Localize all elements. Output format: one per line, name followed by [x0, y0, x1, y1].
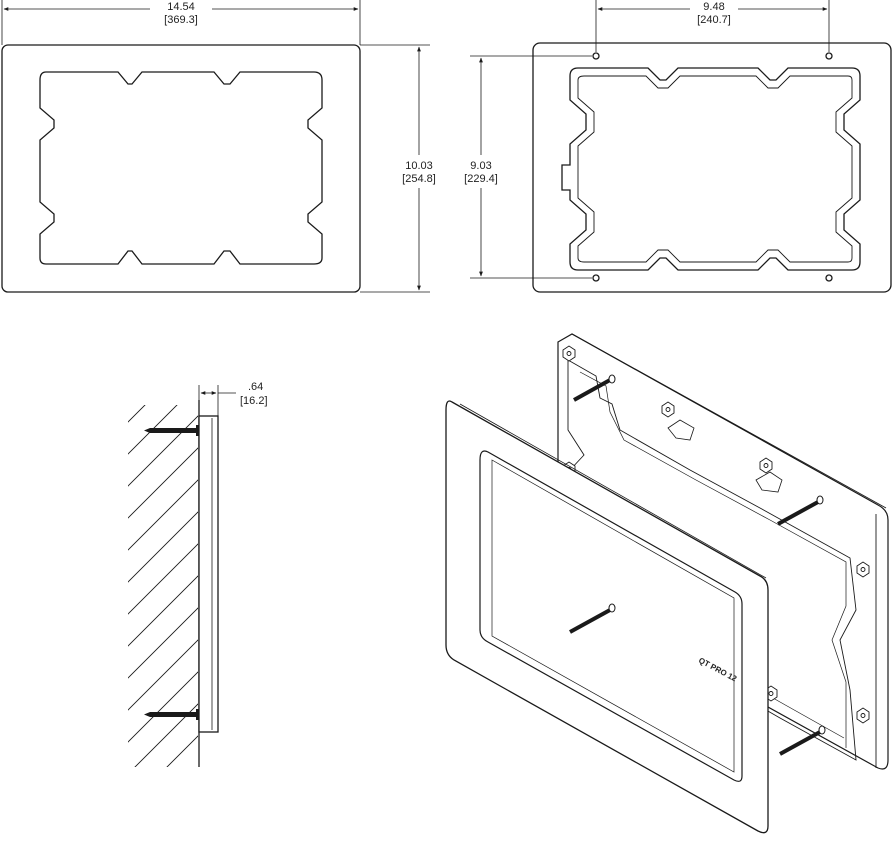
back-outer-frame	[532, 42, 892, 293]
mount-hole-top-left	[592, 52, 600, 60]
side-depth-mm: [16.2]	[240, 395, 268, 407]
back-hole-height-in: 9.03	[470, 160, 491, 172]
side-depth-dimension	[198, 385, 236, 416]
front-view	[1, 44, 361, 293]
side-view	[128, 400, 219, 767]
mount-hole-top-right	[825, 52, 833, 60]
front-width-dimension	[1, 0, 361, 45]
back-hole-height-mm: [229.4]	[464, 173, 498, 185]
front-outer-frame	[1, 44, 361, 293]
front-width-in: 14.54	[167, 1, 195, 13]
back-hole-height-dimension	[470, 55, 592, 279]
front-height-dimension	[360, 44, 430, 293]
side-depth-in: .64	[248, 381, 263, 393]
exploded-screw-bottom-left	[569, 603, 616, 634]
mount-hole-bottom-left	[592, 274, 600, 282]
back-hole-span-dimension	[595, 0, 830, 52]
mount-hole-bottom-right	[825, 274, 833, 282]
front-bezel	[445, 400, 769, 834]
side-screw-top	[144, 425, 199, 436]
back-hole-span-mm: [240.7]	[697, 14, 731, 26]
side-screw-bottom	[144, 709, 199, 720]
back-inner-cavity-outer	[561, 67, 861, 271]
back-mounting-frame	[557, 333, 889, 770]
back-hole-span-in: 9.48	[703, 1, 724, 13]
back-inner-cavity-inner	[577, 75, 853, 263]
front-height-in: 10.03	[405, 160, 433, 172]
exploded-screw-bottom-right	[779, 725, 826, 756]
back-view	[532, 42, 892, 293]
front-height-mm: [254.8]	[402, 173, 436, 185]
exploded-view	[445, 333, 889, 834]
side-frame-profile	[198, 415, 219, 733]
exploded-screw-top-left	[573, 374, 616, 402]
front-width-mm: [369.3]	[164, 14, 198, 26]
exploded-screw-top-right	[777, 495, 824, 526]
front-inner-opening	[39, 71, 323, 265]
